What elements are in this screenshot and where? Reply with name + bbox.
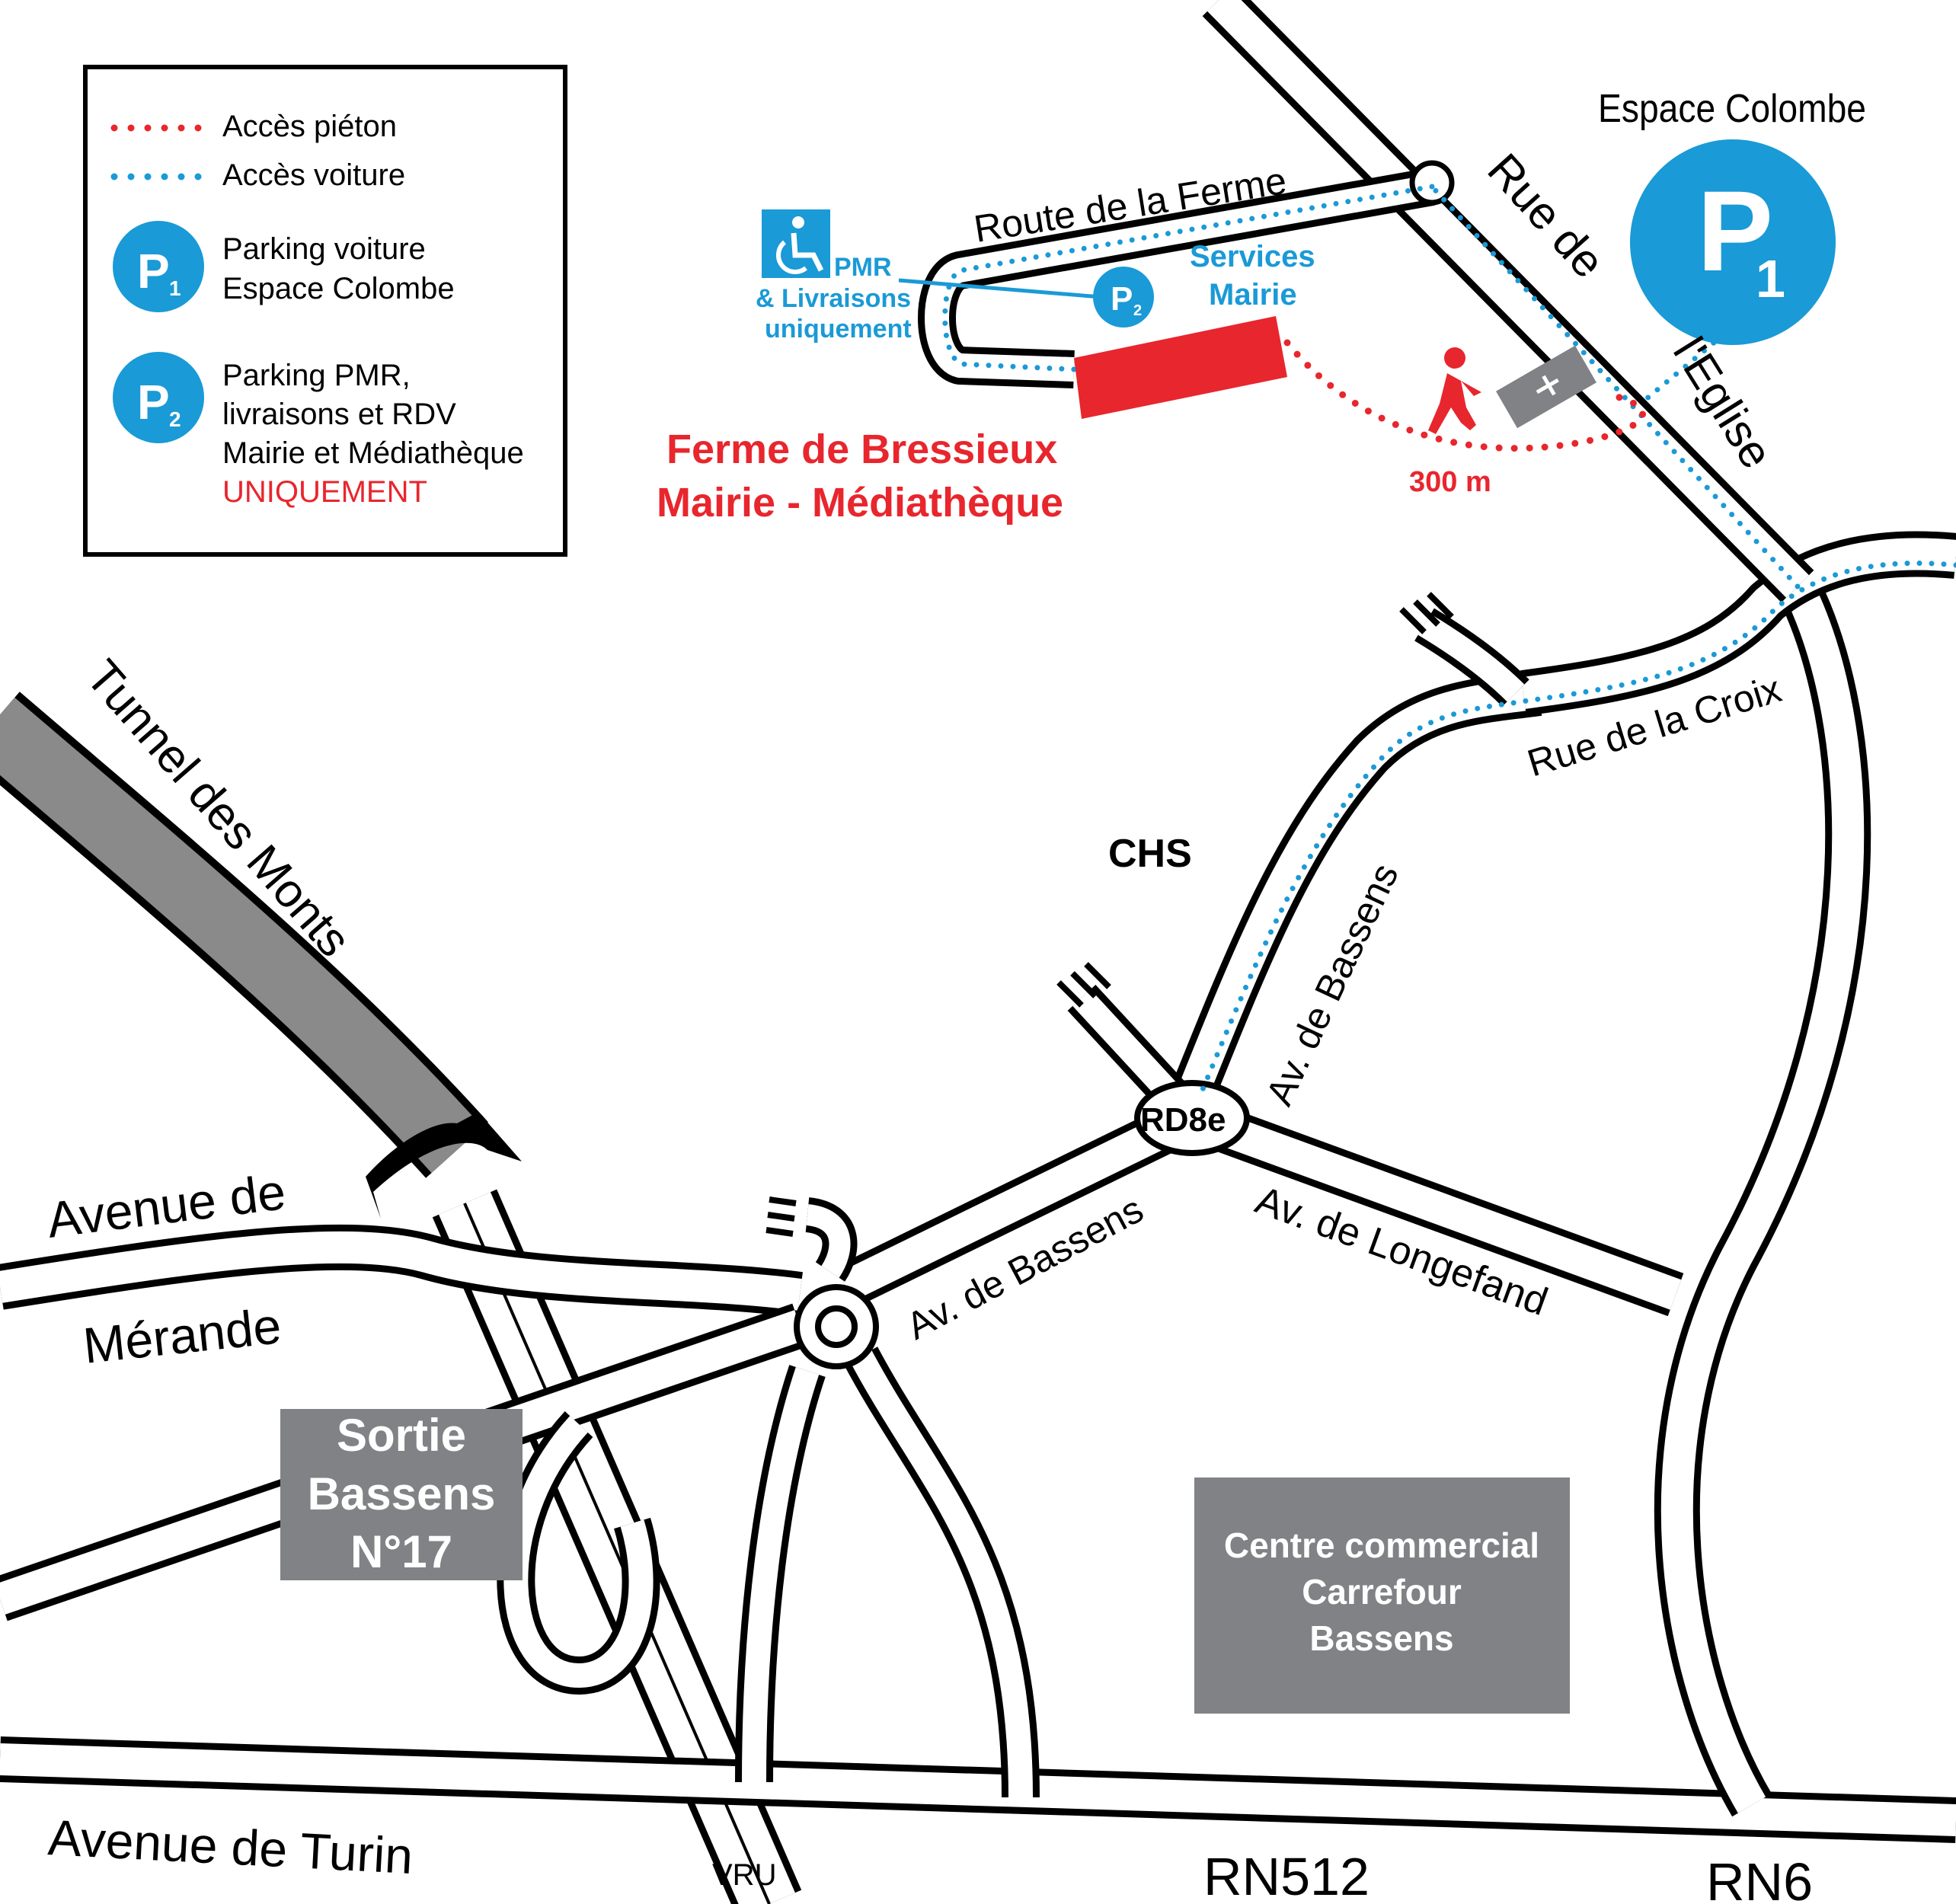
- pmr-line3: uniquement: [765, 315, 912, 343]
- parking-p2-icon: [898, 267, 1154, 327]
- espace-colombe-label: Espace Colombe: [1598, 87, 1866, 131]
- legend-pedestrian-label: Accès piéton: [222, 110, 397, 143]
- rd8e-label: RD8e: [1140, 1101, 1226, 1139]
- legend-p2-line4: UNIQUEMENT: [222, 475, 427, 509]
- centre-commercial-box: [1194, 1478, 1570, 1714]
- p1-letter: P: [1697, 167, 1773, 295]
- vru-label: VRU: [712, 1858, 776, 1892]
- centre-line1: Centre commercial: [1224, 1525, 1539, 1565]
- access-routes: [942, 184, 1956, 1100]
- legend-p2-line1: Parking PMR,: [222, 359, 411, 392]
- legend-p2-line2: livraisons et RDV: [222, 398, 456, 431]
- ferme-title-line2: Mairie - Médiathèque: [657, 480, 1063, 526]
- legend-car-label: Accès voiture: [222, 158, 405, 192]
- sortie-line1: Sortie: [337, 1410, 466, 1461]
- legend-p2-line3: Mairie et Médiathèque: [222, 436, 524, 470]
- sortie-bassens-box: [280, 1409, 523, 1580]
- rd8e-junction: [1134, 1080, 1250, 1156]
- tunnel-arrow-icon: [366, 1112, 522, 1219]
- legend: [83, 65, 567, 557]
- legend-p2-icon: [113, 352, 204, 443]
- legend-p1-line1: Parking voiture: [222, 232, 426, 266]
- stub-dashes: [765, 592, 1454, 1237]
- roundabout-route-de-la-ferme: [1409, 160, 1455, 206]
- car-access-route: [1197, 560, 1956, 1100]
- parking-p1-icon: [1630, 139, 1836, 345]
- rn512-label: RN512: [1203, 1847, 1370, 1904]
- centre-line3: Bassens: [1309, 1618, 1453, 1658]
- sortie-line2: Bassens: [308, 1468, 496, 1519]
- rn6-label: RN6: [1706, 1852, 1813, 1904]
- legend-p1-letter: P: [137, 244, 170, 299]
- legend-p1-sub: 1: [169, 276, 181, 300]
- pmr-line2: & Livraisons: [756, 284, 911, 313]
- legend-p2-letter: P: [137, 375, 170, 430]
- centre-line2: Carrefour: [1302, 1572, 1462, 1612]
- ferme-de-bressieux-building: [1074, 316, 1287, 419]
- chs-label: CHS: [1108, 832, 1192, 876]
- p2-letter: P: [1111, 280, 1133, 318]
- ferme-title-line1: Ferme de Bressieux: [666, 426, 1057, 472]
- merande-label: Mérande: [81, 1297, 284, 1374]
- legend-p1-line2: Espace Colombe: [222, 272, 455, 305]
- services-line2: Mairie: [1209, 278, 1297, 311]
- legend-p2-sub: 2: [169, 407, 181, 431]
- distance-label: 300 m: [1409, 466, 1491, 498]
- pedestrian-access-route: [1283, 339, 1646, 452]
- p1-sub: 1: [1756, 249, 1785, 308]
- pedestrian-icon: [1428, 347, 1481, 434]
- services-line1: Services: [1190, 240, 1315, 273]
- avenue-de-turin-label: Avenue de Turin: [46, 1809, 414, 1884]
- church-icon: [1496, 345, 1596, 429]
- p2-sub: 2: [1133, 302, 1142, 319]
- legend-p1-icon: [113, 221, 204, 312]
- pmr-line1: PMR: [834, 253, 892, 282]
- wheelchair-icon: [762, 209, 830, 278]
- sortie-line3: N°17: [350, 1526, 452, 1577]
